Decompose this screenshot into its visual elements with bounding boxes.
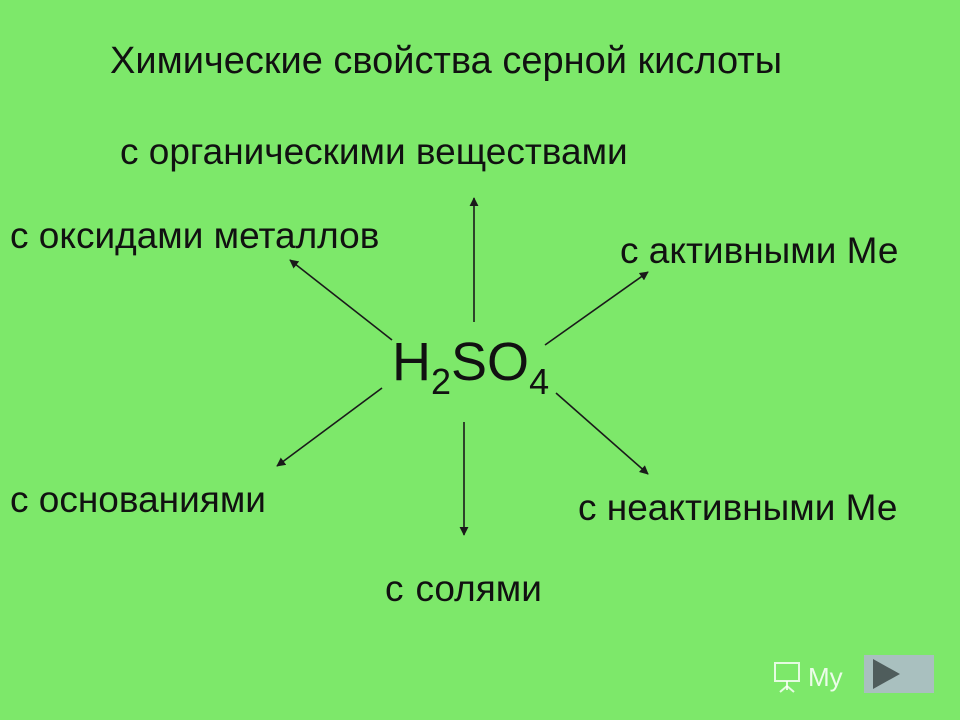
branch-inactive-metals: с неактивными Ме	[578, 487, 898, 528]
slide-title: Химические свойства серной кислоты	[110, 40, 783, 82]
branch-metal-oxides: с оксидами металлов	[10, 215, 380, 256]
branch-organic-substances: с органическими веществами	[120, 131, 628, 172]
branch-salts-prefix: с	[385, 568, 404, 609]
formula-h: H	[392, 332, 431, 392]
arrow-to-bases	[276, 387, 383, 467]
formula-so: SO	[451, 332, 530, 392]
branch-active-metals: с активными Ме	[620, 230, 899, 271]
arrow-to-active-metals	[544, 271, 649, 346]
formula-o-subscript: 4	[529, 361, 550, 402]
branch-salts-word: солями	[415, 568, 542, 609]
presentation-board-icon	[774, 662, 800, 693]
play-triangle-icon	[864, 655, 934, 693]
formula-h-subscript: 2	[431, 361, 452, 402]
arrow-to-inactive-metals	[555, 392, 649, 475]
watermark-text: My	[808, 662, 843, 692]
sulfuric-acid-formula: H2SO4	[392, 332, 549, 400]
branch-bases: с основаниями	[10, 479, 266, 520]
arrow-to-metal-oxides	[289, 259, 393, 341]
next-slide-button[interactable]	[864, 655, 934, 693]
